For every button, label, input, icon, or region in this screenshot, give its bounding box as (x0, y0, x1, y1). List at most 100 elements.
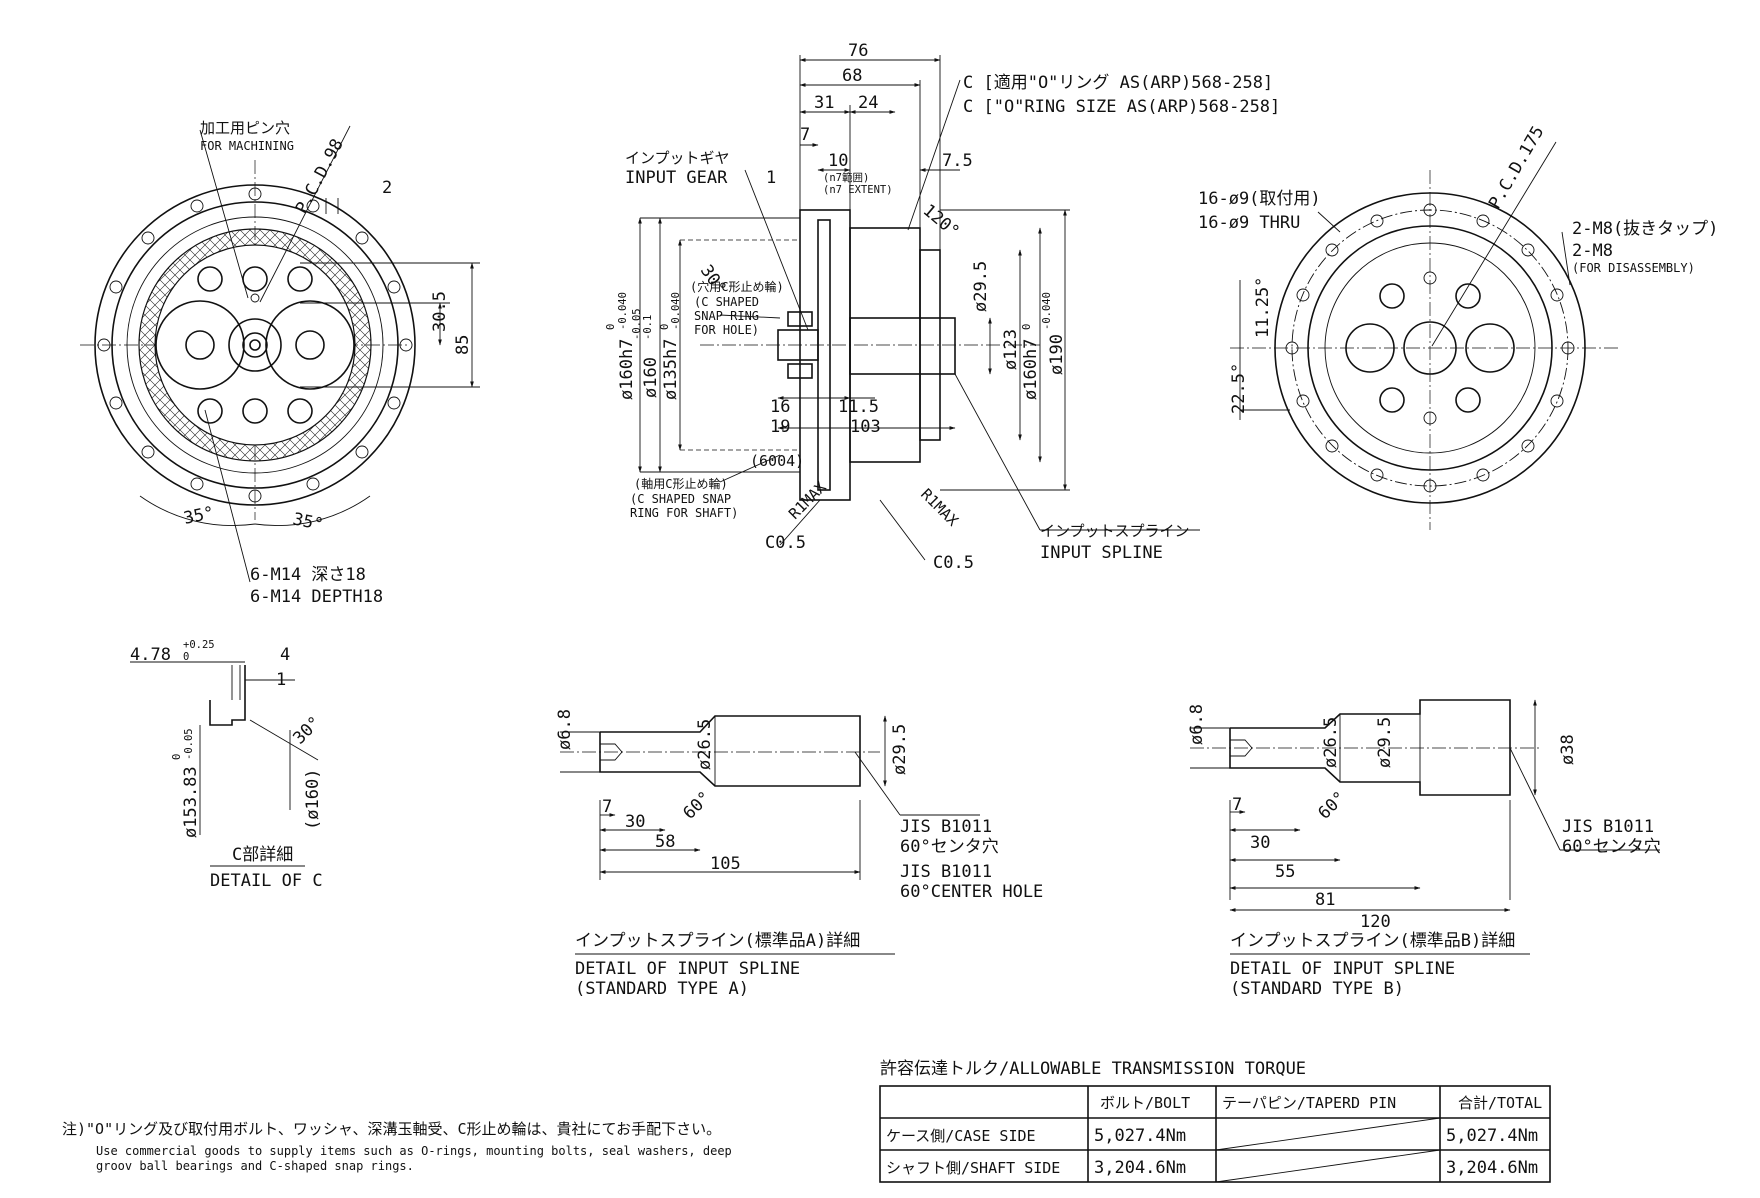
spline-b-dim-120: 120 (1360, 912, 1391, 932)
spline-a-jis1: JIS B1011 (900, 817, 992, 837)
snap-hole-label-en1: (C SHAPED (694, 295, 759, 309)
torque-header-bolt: ボルト/BOLT (1100, 1094, 1190, 1112)
pcd-label: P.C.D.98 (292, 136, 348, 218)
dia-tol-lo: -0.05 (183, 728, 195, 760)
snap-hole-label-en2: SNAP RING (694, 309, 759, 323)
spline-b-dim-7: 7 (1232, 795, 1242, 815)
detail-c-title-en: DETAIL OF C (210, 871, 323, 891)
torque-header-total: 合計/TOTAL (1458, 1094, 1542, 1112)
dia-160: (ø160) (303, 769, 323, 830)
angle-120: 120° (919, 201, 963, 243)
dim-d135h7-tol-up: 0 (659, 324, 671, 330)
torque-row-case-total: 5,027.4Nm (1446, 1126, 1538, 1146)
spline-label-jp: インプットスプライン (1040, 522, 1190, 540)
angle-22-5: 22.5° (1229, 363, 1249, 414)
pin-hole-label-en: FOR MACHINING (200, 139, 294, 153)
spline-b-dim-30: 30 (1250, 833, 1270, 853)
dim-7-5: 7.5 (942, 151, 973, 171)
dim-d160h7-right: ø160h7 (1021, 339, 1041, 400)
n7-label-jp: (n7範囲) (823, 171, 869, 184)
dim-d135h7: ø135h7 (661, 339, 681, 400)
spline-b: ø6.8 ø26.5 ø29.5 ø38 7 30 55 81 120 60° … (1187, 699, 1661, 999)
dim-d160h7-right-tol-lo: -0.040 (1041, 292, 1053, 330)
bolt-holes (97, 187, 413, 503)
spline-a-dim-105: 105 (710, 854, 741, 874)
pcd-175-label: P.C.D.175 (1485, 123, 1548, 213)
torque-row-shaft-label: シャフト側/SHAFT SIDE (886, 1159, 1060, 1177)
spline-b-title-en2: (STANDARD TYPE B) (1230, 979, 1404, 999)
dim-68: 68 (842, 66, 862, 86)
c05-right: C0.5 (933, 553, 974, 573)
dim-24: 24 (858, 93, 878, 113)
dim-478-tol-up: +0.25 (183, 639, 215, 651)
dim-4: 4 (280, 645, 290, 665)
spline-a-jis2: JIS B1011 (900, 862, 992, 882)
note: 注)"O"リング及び取付用ボルト、ワッシャ、深溝玉軸受、C形止め輪は、貴社にてお… (62, 1120, 732, 1173)
snap-hole-label-jp: (穴用C形止め輪) (690, 279, 784, 294)
input-gear-label-en: INPUT GEAR (625, 168, 728, 188)
section-view-labels: 76 68 31 24 7 10 1 7.5 (n7範囲) (n7 EXTENT… (605, 41, 1280, 573)
mounting-holes (1285, 203, 1575, 493)
dim-19: 19 (770, 417, 790, 437)
dia-tol-up: 0 (171, 754, 183, 760)
spline-a-dim-58: 58 (655, 832, 675, 852)
dim-d29-5: ø29.5 (971, 261, 991, 312)
spline-a-d26-5: ø26.5 (695, 719, 715, 770)
detail-c: 4.78 +0.25 0 4 1 ø153.83 0 -0.05 (ø160) … (130, 639, 325, 891)
dim-d160h7-tol-lo: -0.040 (617, 292, 629, 330)
dim-d160-tol-lo: -0.1 (642, 315, 654, 340)
dim-d160: ø160 (641, 357, 661, 398)
spline-a-title-jp: インプットスプライン(標準品A)詳細 (575, 931, 860, 951)
torque-row-shaft-bolt: 3,204.6Nm (1094, 1158, 1186, 1178)
torque-table: 許容伝達トルク/ALLOWABLE TRANSMISSION TORQUE ボル… (879, 1059, 1551, 1183)
note-en-line2: groov ball bearings and C-shaped snap ri… (96, 1159, 414, 1173)
torque-row-case-label: ケース側/CASE SIDE (886, 1127, 1036, 1145)
dim-16: 16 (770, 397, 790, 417)
m8-label-jp: 2-M8(抜きタップ) (1572, 219, 1718, 239)
spline-a-angle-60: 60° (679, 788, 715, 824)
angle-11-25: 11.25° (1253, 277, 1273, 338)
c05-left: C0.5 (765, 533, 806, 553)
dim-2: 2 (382, 178, 392, 198)
torque-row-case-bolt: 5,027.4Nm (1094, 1126, 1186, 1146)
bearing-label: (6004) (750, 452, 804, 470)
dim-d160h7: ø160h7 (617, 339, 637, 400)
dim-85: 85 (453, 335, 473, 355)
spline-b-dim-81: 81 (1315, 890, 1335, 910)
pin-hole-label-jp: 加工用ピン穴 (200, 119, 290, 137)
spline-b-title-en1: DETAIL OF INPUT SPLINE (1230, 959, 1455, 979)
dim-31: 31 (814, 93, 834, 113)
dim-478-tol-lo: 0 (183, 651, 189, 663)
spline-a-d6-8: ø6.8 (555, 709, 575, 750)
spline-b-d6-8: ø6.8 (1187, 704, 1207, 745)
r1max-right: R1MAX (917, 485, 962, 530)
dim-d160h7-tol-up: 0 (605, 324, 617, 330)
dim-d160-tol-up: -0.05 (631, 308, 643, 340)
spline-a-title-en1: DETAIL OF INPUT SPLINE (575, 959, 800, 979)
dim-d123: ø123 (1001, 329, 1021, 370)
spline-a-title-en2: (STANDARD TYPE A) (575, 979, 749, 999)
angle-left: 35° (182, 503, 216, 529)
oring-label-jp: C [適用"O"リング AS(ARP)568-258] (963, 73, 1273, 93)
snap-shaft-label-en2: RING FOR SHAFT) (630, 506, 738, 520)
spline-label-en: INPUT SPLINE (1040, 543, 1163, 563)
dim-1-c: 1 (276, 670, 286, 690)
input-gear-label-jp: インプットギヤ (625, 149, 730, 167)
dim-10: 10 (828, 151, 848, 171)
dim-7: 7 (800, 125, 810, 145)
spline-b-dim-55: 55 (1275, 862, 1295, 882)
dia-15383: ø153.83 (181, 766, 201, 838)
spline-b-jis: JIS B1011 (1562, 817, 1654, 837)
dim-1: 1 (766, 168, 776, 188)
spline-b-d26-5: ø26.5 (1321, 717, 1341, 768)
dim-d160h7-right-tol-up: 0 (1021, 324, 1033, 330)
detail-c-title-jp: C部詳細 (232, 845, 293, 865)
note-en-line1: Use commercial goods to supply items suc… (96, 1144, 732, 1158)
tap-label-en: 6-M14 DEPTH18 (250, 587, 383, 607)
angle-30-c: 30° (289, 713, 325, 749)
spline-b-d29-5: ø29.5 (1375, 717, 1395, 768)
dim-76: 76 (848, 41, 868, 61)
oring-label-en: C ["O"RING SIZE AS(ARP)568-258] (963, 97, 1280, 117)
